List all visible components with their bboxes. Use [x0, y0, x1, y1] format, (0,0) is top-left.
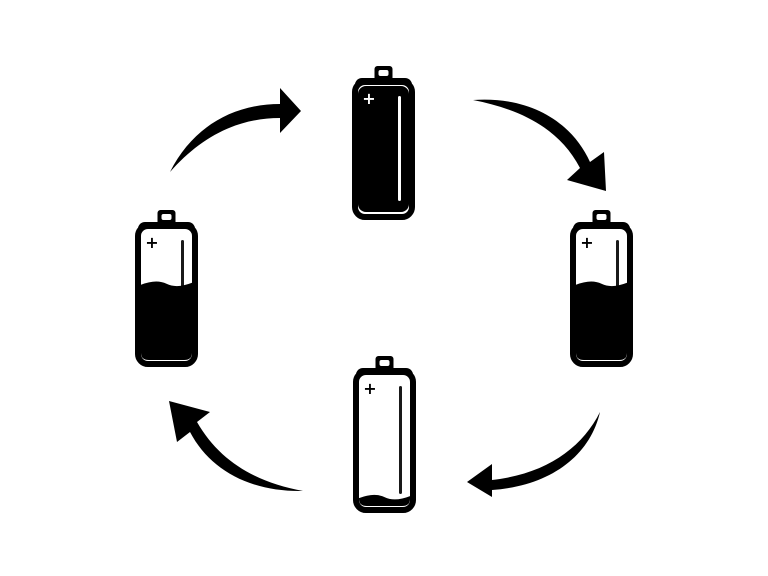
battery-cap-highlight [378, 70, 389, 76]
plus-terminal-symbol: + [362, 89, 375, 108]
arrow-top-to-right [473, 99, 606, 191]
plus-terminal-symbol: + [580, 233, 593, 252]
battery-body [353, 369, 416, 513]
battery-shine [399, 386, 402, 494]
battery-cap-highlight [596, 214, 607, 220]
battery-full-icon: + [352, 66, 415, 220]
battery-cap-highlight [161, 214, 172, 220]
arrow-bottom-to-left [169, 401, 303, 492]
battery-charge-fill [576, 281, 627, 360]
battery-shine [181, 240, 184, 348]
battery-cap-highlight [379, 360, 390, 366]
plus-terminal-symbol: + [363, 379, 376, 398]
battery-empty-icon: + [353, 356, 416, 513]
battery-high-icon: + [135, 210, 198, 367]
battery-high-icon: + [570, 210, 633, 367]
arrow-right-to-bottom [467, 412, 600, 497]
battery-charge-fill [359, 494, 410, 506]
battery-shine [616, 240, 619, 348]
battery-charge-fill [141, 281, 192, 360]
battery-charge-fill [358, 86, 409, 212]
plus-terminal-symbol: + [145, 233, 158, 252]
arrow-left-to-top [170, 88, 301, 172]
battery-shine [398, 96, 401, 201]
